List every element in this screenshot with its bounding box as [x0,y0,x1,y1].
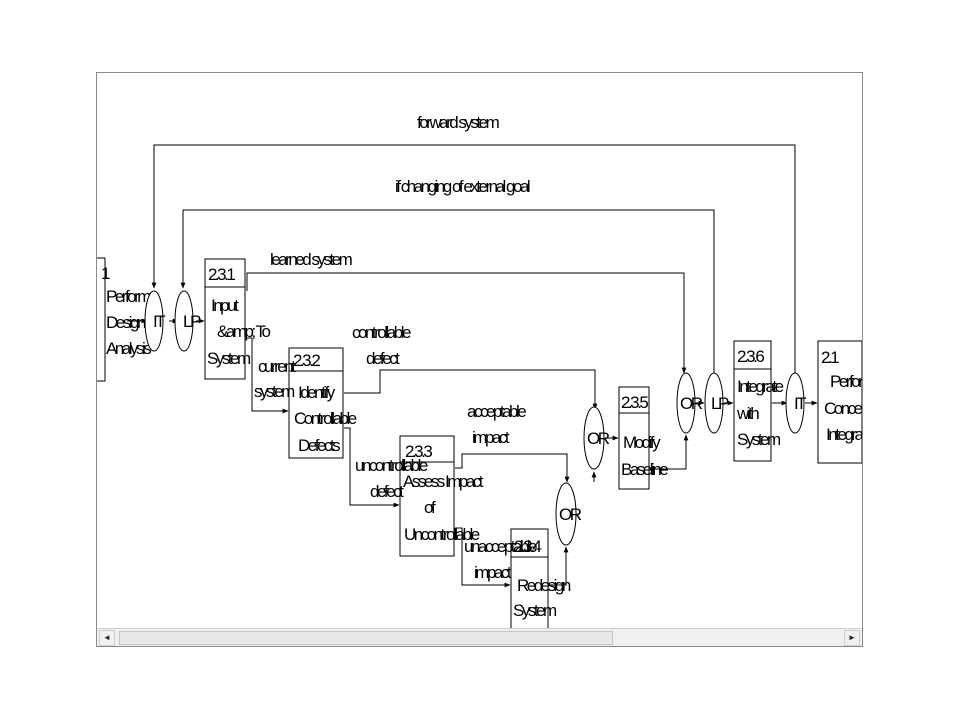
flow-232-to-or [344,369,598,410]
flow-label-current-system: system [254,382,295,401]
connector-lp-left [174,290,194,352]
box-number: 2.3.1 [208,265,235,284]
box-number: 2.3.2 [293,351,320,370]
box-line: Design [106,313,146,332]
flow-233-to-234 [455,527,511,588]
box-233: 2.3.3 Assess Impact of Uncontrollable [399,435,486,557]
flow-label-uncontrollable-defect: defect [370,482,404,501]
flow-234-to-or [549,546,569,586]
box-231: 2.3.1 Input &amp; To System [204,258,273,380]
flow-label-controllable-defect: defect [366,349,400,368]
loop-second-label: if changing of external goal [395,177,530,196]
scroll-left-icon[interactable]: ◄ [99,630,115,646]
loop-third-line [246,272,687,374]
flow-label-current-system: current [258,357,296,376]
flow-231-to-232 [247,337,289,414]
flow-label-acceptable-impact: acceptable [467,402,526,421]
connector-it-right [785,372,805,434]
box-232: 2.3.2 Identify Controllable Defects [288,347,359,459]
box-number: 2.3.5 [621,393,648,412]
box-line: Analysis [106,339,151,358]
box-line: &amp; To [217,322,271,341]
box-line: Perform [106,287,151,306]
connector-or-right [676,372,696,434]
connector-labels: IT LP OR OR OR LP IT [153,312,809,524]
box-line: Uncontrollable [404,525,480,544]
box-line: System [737,430,781,449]
box-line: Identify [298,383,336,402]
box-line: Assess Impact [403,472,484,491]
loop-outer-line [151,144,796,410]
box-line: Input [211,296,239,315]
box-line: Perform [830,372,862,391]
process-diagram: 1 Perform Design Analysis 2.3.1 Input &a… [97,113,862,628]
flow-235-to-or [650,434,689,470]
loop-outer-label: forward system [417,113,500,132]
box-line: System [513,601,557,620]
connector-or-upper [583,406,605,470]
flow-label-uncontrollable-defect: uncontrollable [355,456,428,475]
flow-label-unacceptable-impact: unacceptable [464,537,537,556]
connector-label: OR [559,505,582,524]
box-number: 2.1 [821,348,839,367]
box-line: Integrate [737,377,784,396]
box-line: Controllable [294,409,357,428]
box-234: 2.3.4 Redesign System [510,528,573,628]
scroll-right-icon[interactable]: ► [844,630,860,646]
box-line: Concept [824,399,862,418]
box-line: Modify [623,433,661,452]
flow-233-to-or [455,453,570,483]
box-235: 2.3.5 Modify Baseline [618,386,671,490]
connector-label: LP [711,394,729,413]
horizontal-scrollbar[interactable]: ◄ ► [97,628,862,646]
flow-label-controllable-defect: controllable [352,323,411,342]
box-line: System [207,349,251,368]
box-number: 2.3.4 [514,537,541,556]
flow-label-acceptable-impact: impact [472,428,510,447]
loop-third-label: learned system [270,250,353,269]
box-line: with [736,404,759,423]
box-number: 1 [101,264,110,283]
connector-label: OR [680,394,703,413]
scrollbar-thumb[interactable] [119,631,613,645]
connectors [144,290,805,546]
connector-it-left [144,290,164,352]
connector-label: OR [587,429,610,448]
connector-or-lower [555,482,577,546]
box-21: 2.1 Perform Concept Integration [817,340,862,464]
box-number: 2.3.6 [737,347,764,366]
diagram-window: 1 Perform Design Analysis 2.3.1 Input &a… [96,72,863,647]
loop-second-line [180,209,715,378]
flow-label-unacceptable-impact: impact [474,563,512,582]
connector-label: LP [183,312,201,331]
box-form-design: 1 Perform Design Analysis [97,257,154,382]
box-line: Integration [826,425,862,444]
box-line: Redesign [517,576,571,595]
flow-232-to-233 [344,427,400,508]
box-236: 2.3.6 Integrate with System [733,340,786,462]
box-line: Defects [298,436,340,455]
box-line: Baseline [621,460,668,479]
connector-lp-right [704,372,724,434]
flow-lines [127,144,818,588]
box-number: 2.3.3 [405,442,432,461]
